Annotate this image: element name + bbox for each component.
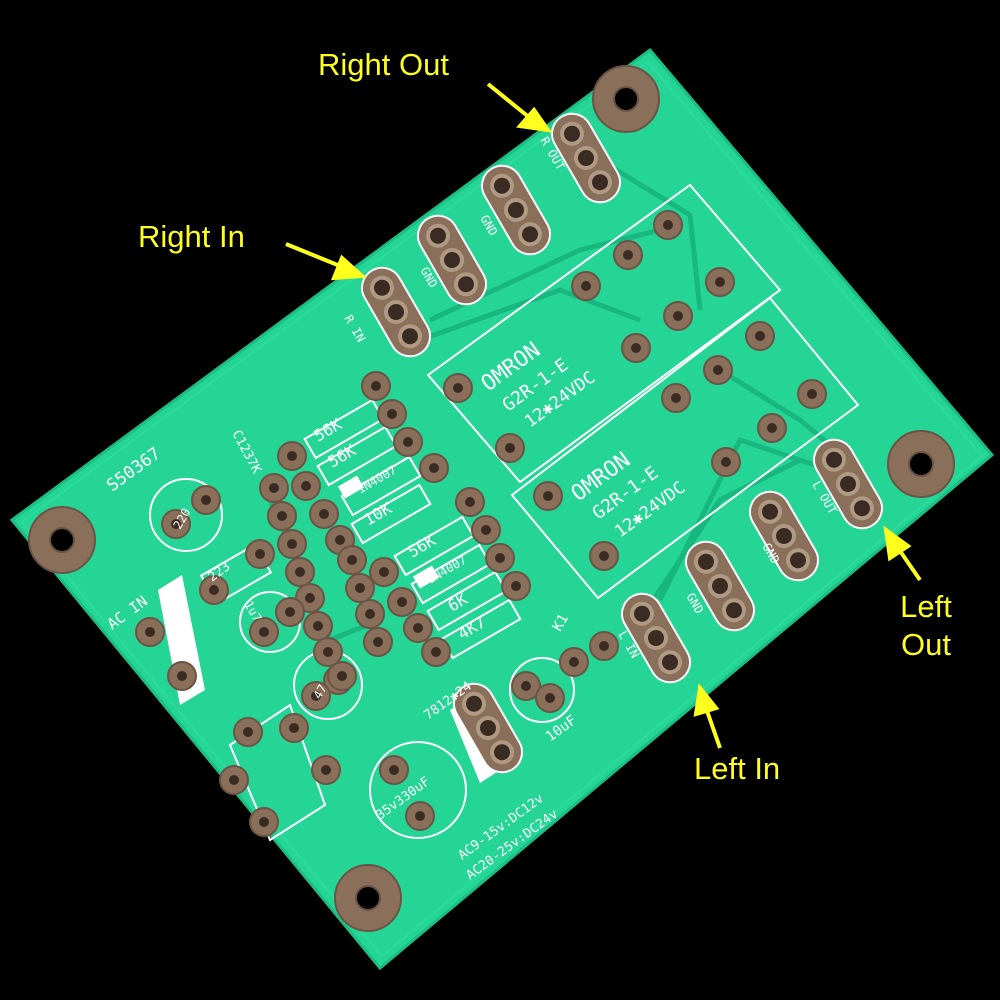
right-out-label: Right Out [318, 47, 449, 82]
pad-hole [767, 423, 777, 433]
left-out-label: Left Out [900, 589, 952, 662]
connector-pad [361, 266, 431, 358]
pad-hole [505, 443, 515, 453]
mounting-hole [334, 864, 402, 932]
pad-hole [415, 811, 425, 821]
pad-hole [671, 393, 681, 403]
callout-arrows [285, 82, 922, 749]
pad-hole [379, 567, 389, 577]
pad-hole [323, 647, 333, 657]
mounting-holes [28, 65, 955, 932]
pad-hole [355, 583, 365, 593]
pad-hole [431, 647, 441, 657]
pad-hole [321, 765, 331, 775]
pad-hole [721, 457, 731, 467]
pad-hole [481, 525, 491, 535]
pad-hole [177, 671, 187, 681]
arrow-right-in [285, 242, 367, 281]
pad-hole [545, 693, 555, 703]
pad-hole [429, 463, 439, 473]
cap-47-label: 47 [310, 682, 329, 702]
pad-hole [397, 597, 407, 607]
pad-hole [289, 723, 299, 733]
pad-hole [623, 250, 633, 260]
pad-hole [371, 381, 381, 391]
pad-hole [295, 567, 305, 577]
pad-hole [287, 539, 297, 549]
pad-hole [259, 817, 269, 827]
pad-hole [285, 607, 295, 617]
pad-hole [145, 627, 155, 637]
pad-hole [543, 491, 553, 501]
pad-hole [715, 277, 725, 287]
pad-hole [201, 495, 211, 505]
pad-hole [335, 535, 345, 545]
pad-hole [521, 681, 531, 691]
pad-hole [229, 775, 239, 785]
connector-pad [551, 112, 621, 204]
connector-pad [685, 540, 755, 632]
pad-hole [243, 727, 253, 737]
pad-hole [569, 657, 579, 667]
arrow-right-out [486, 82, 553, 133]
relay-outlines [228, 183, 860, 842]
pad-hole [511, 581, 521, 591]
connector-pad [481, 164, 551, 256]
solder-pads [135, 112, 883, 837]
pad-hole [287, 451, 297, 461]
pad-hole [713, 365, 723, 375]
pad-hole [311, 691, 321, 701]
pad-hole [403, 437, 413, 447]
connector-pad [749, 490, 819, 582]
pad-hole [365, 609, 375, 619]
pad-hole [413, 623, 423, 633]
pad-hole [387, 409, 397, 419]
pad-hole [255, 549, 265, 559]
pad-hole [599, 551, 609, 561]
pad-hole [673, 311, 683, 321]
pad-hole [277, 511, 287, 521]
mounting-hole [887, 430, 955, 498]
connector-pad [813, 438, 883, 530]
pad-hole [269, 483, 279, 493]
pad-hole [347, 555, 357, 565]
pad-hole [305, 593, 315, 603]
connector-pad [453, 682, 523, 774]
pad-hole [301, 481, 311, 491]
arrow-left-out [883, 525, 922, 582]
k1-label: K1 [550, 611, 572, 634]
right-in-label: Right In [138, 219, 245, 254]
pad-hole [663, 220, 673, 230]
left-in-label: Left In [694, 751, 781, 786]
pad-hole [171, 519, 181, 529]
mounting-hole [28, 506, 96, 574]
connector-pad [621, 592, 691, 684]
pad-hole [319, 509, 329, 519]
pad-hole [755, 331, 765, 341]
pad-hole [313, 621, 323, 631]
pad-hole [389, 765, 399, 775]
pad-hole [465, 497, 475, 507]
pad-hole [259, 627, 269, 637]
pad-hole [337, 671, 347, 681]
connector-pad [417, 214, 487, 306]
pad-hole [631, 343, 641, 353]
pad-hole [581, 281, 591, 291]
pad-hole [599, 641, 609, 651]
pad-hole [807, 389, 817, 399]
pad-hole [373, 637, 383, 647]
mounting-hole [592, 65, 660, 133]
arrow-left-in [693, 683, 722, 749]
pad-hole [209, 585, 219, 595]
pad-hole [453, 383, 463, 393]
pad-hole [495, 553, 505, 563]
